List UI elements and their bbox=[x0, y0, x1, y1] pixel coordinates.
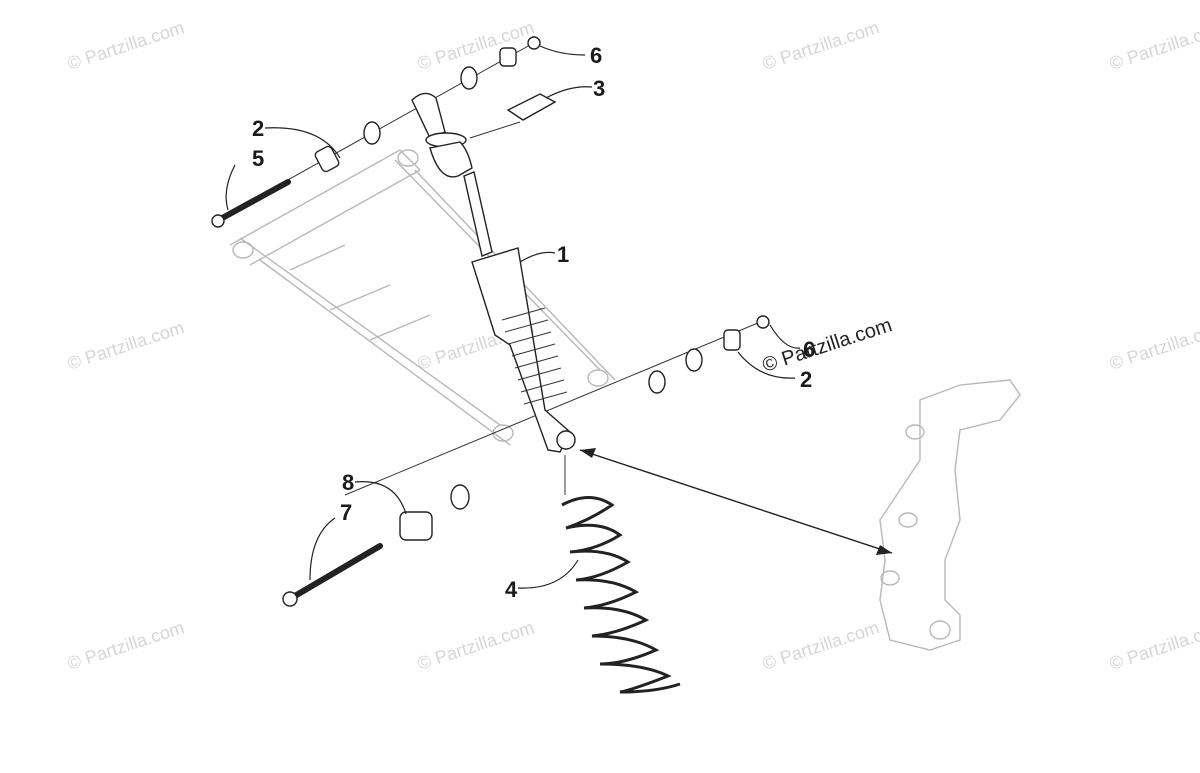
callout-2-lower: 2 bbox=[800, 367, 812, 392]
washer-icon bbox=[450, 484, 470, 510]
shock-body-icon bbox=[471, 247, 571, 453]
callout-7: 7 bbox=[340, 500, 352, 525]
callout-8: 8 bbox=[342, 470, 354, 495]
watermark: © Partzilla.com bbox=[415, 17, 537, 74]
shock-shaft-icon bbox=[463, 171, 493, 257]
callout-4: 4 bbox=[505, 577, 518, 602]
watermark: © Partzilla.com bbox=[760, 17, 882, 74]
washer-icon bbox=[363, 121, 381, 145]
watermark: © Partzilla.com bbox=[1107, 17, 1200, 74]
watermark: © Partzilla.com bbox=[760, 617, 882, 674]
watermark: © Partzilla.com bbox=[65, 317, 187, 374]
distance-arrow bbox=[579, 448, 893, 555]
callout-1: 1 bbox=[557, 242, 569, 267]
bolt-head-icon bbox=[211, 214, 225, 228]
callout-2-upper: 2 bbox=[252, 116, 264, 141]
spacer-icon bbox=[499, 47, 517, 67]
watermark-grid: © Partzilla.com © Partzilla.com © Partzi… bbox=[65, 17, 1200, 674]
watermark: © Partzilla.com bbox=[1107, 317, 1200, 374]
right-mount-hardware bbox=[648, 315, 770, 394]
washer-icon bbox=[648, 370, 666, 394]
bolt-head-icon bbox=[282, 591, 298, 607]
shock-top-eye-icon bbox=[411, 92, 446, 139]
washer-icon bbox=[685, 348, 703, 372]
watermark: © Partzilla.com bbox=[65, 17, 187, 74]
nut-6-icon bbox=[527, 36, 541, 50]
a-arm-frame-ghost bbox=[229, 149, 616, 446]
lower-mount-hardware bbox=[282, 484, 470, 607]
bushing-2-icon bbox=[723, 329, 741, 351]
callout-6-upper: 6 bbox=[590, 43, 602, 68]
shock-absorber-1 bbox=[411, 92, 576, 453]
bolt-5-icon bbox=[212, 179, 291, 225]
callouts: 6 3 2 5 1 6 2 8 7 4 bbox=[252, 43, 815, 602]
shock-bottom-eye-icon bbox=[556, 430, 576, 450]
callout-6-lower: 6 bbox=[803, 337, 815, 362]
watermark: © Partzilla.com bbox=[1107, 617, 1200, 674]
spring-4 bbox=[561, 496, 681, 694]
sleeve-3-icon bbox=[506, 93, 557, 121]
watermark-main: © Partzilla.com bbox=[760, 314, 895, 377]
bushing-8-icon bbox=[399, 511, 433, 541]
nut-6-icon bbox=[756, 315, 770, 329]
leader-lines bbox=[225, 45, 801, 589]
callout-3: 3 bbox=[593, 76, 605, 101]
watermark: © Partzilla.com bbox=[415, 617, 537, 674]
spindle-ghost bbox=[879, 379, 1021, 651]
bushing-2-icon bbox=[314, 145, 340, 173]
boot-icon bbox=[429, 141, 473, 178]
washer-icon bbox=[460, 66, 478, 90]
bolt-7-icon bbox=[285, 543, 383, 603]
upper-mount-hardware bbox=[211, 36, 557, 228]
watermark: © Partzilla.com bbox=[65, 617, 187, 674]
callout-5: 5 bbox=[252, 146, 264, 171]
